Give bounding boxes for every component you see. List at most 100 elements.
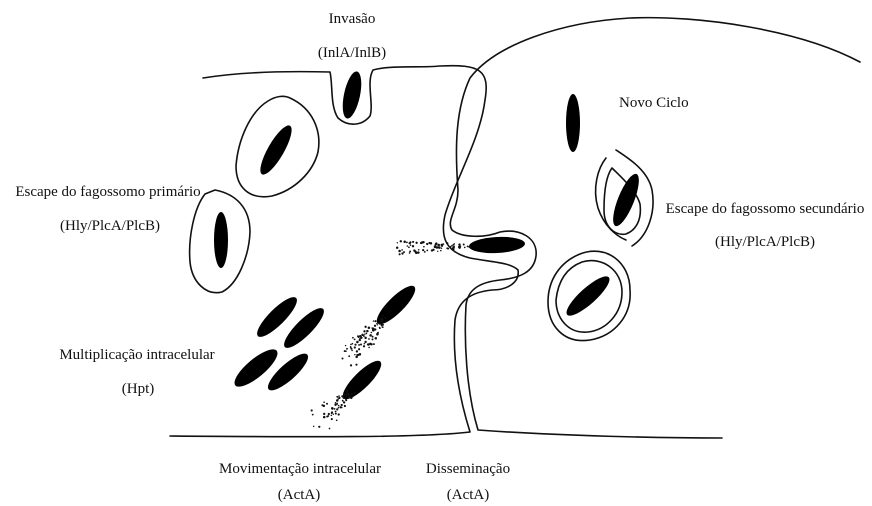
label-invasion-proteins: (InlA/InlB) bbox=[318, 44, 386, 62]
actin-dot bbox=[323, 413, 325, 415]
actin-dot bbox=[328, 413, 330, 415]
actin-dot bbox=[356, 350, 358, 352]
actin-dot bbox=[469, 246, 471, 248]
actin-dot bbox=[377, 324, 378, 325]
bacterium-phagosome-left bbox=[214, 212, 228, 268]
actin-dot bbox=[372, 328, 375, 331]
actin-dot bbox=[348, 394, 349, 395]
actin-dot bbox=[355, 356, 358, 359]
actin-dot bbox=[363, 345, 365, 347]
actin-dot bbox=[323, 401, 325, 403]
actin-dot bbox=[463, 243, 465, 245]
bacterium-new-cycle bbox=[566, 94, 580, 152]
actin-dot bbox=[363, 330, 365, 332]
label-multiplication: Multiplicação intracelular bbox=[59, 346, 214, 364]
actin-dot bbox=[360, 343, 362, 345]
actin-dot bbox=[368, 347, 370, 349]
actin-dot bbox=[360, 337, 362, 339]
actin-dot bbox=[418, 249, 420, 251]
actin-dot bbox=[409, 251, 411, 253]
actin-dot bbox=[409, 242, 411, 244]
actin-dot bbox=[453, 245, 455, 247]
actin-dot bbox=[459, 247, 461, 249]
actin-dot bbox=[356, 341, 359, 344]
actin-dot bbox=[358, 344, 360, 346]
label-movement-protein: (ActA) bbox=[278, 486, 320, 504]
actin-dot bbox=[345, 350, 347, 352]
actin-dot bbox=[415, 251, 418, 254]
actin-dot bbox=[338, 405, 340, 407]
actin-dot bbox=[318, 426, 320, 428]
actin-dot bbox=[350, 344, 352, 346]
actin-dot bbox=[366, 333, 368, 335]
actin-dot bbox=[372, 338, 374, 340]
actin-dot bbox=[363, 335, 365, 337]
actin-dot bbox=[372, 336, 374, 338]
actin-dot bbox=[412, 245, 414, 247]
actin-dot bbox=[426, 250, 428, 252]
actin-dot bbox=[441, 245, 443, 247]
actin-dot bbox=[437, 251, 438, 252]
actin-dot bbox=[364, 326, 366, 328]
actin-dot bbox=[373, 320, 374, 321]
actin-dot bbox=[452, 248, 454, 250]
actin-dot bbox=[421, 241, 423, 243]
actin-dot bbox=[373, 343, 375, 345]
actin-dot bbox=[335, 413, 337, 415]
actin-dot bbox=[398, 250, 401, 253]
actin-dot bbox=[331, 411, 333, 413]
actin-dot bbox=[334, 408, 336, 410]
actin-dot bbox=[334, 404, 336, 406]
actin-dot bbox=[331, 415, 333, 417]
actin-dot bbox=[344, 394, 346, 396]
actin-dot bbox=[378, 322, 380, 324]
actin-dot bbox=[364, 343, 366, 345]
actin-dot bbox=[359, 353, 362, 356]
actin-dot bbox=[368, 338, 370, 340]
actin-dot bbox=[384, 317, 385, 318]
actin-dot bbox=[341, 395, 343, 397]
actin-dot bbox=[336, 419, 338, 421]
actin-dot bbox=[342, 358, 344, 360]
actin-dot bbox=[336, 404, 337, 405]
actin-dot bbox=[397, 242, 398, 243]
right-cell-membrane bbox=[450, 18, 860, 438]
actin-dot bbox=[331, 407, 333, 409]
actin-dot bbox=[377, 332, 379, 334]
bacterium-invasion bbox=[339, 70, 365, 120]
actin-comet-tails bbox=[311, 240, 471, 429]
actin-dot bbox=[428, 242, 430, 244]
bacterium-protrusion bbox=[469, 236, 526, 255]
bacterium-actin-tail-lower bbox=[338, 356, 386, 404]
actin-dot bbox=[337, 398, 339, 400]
actin-dot bbox=[468, 246, 469, 247]
label-multiplication-protein: (Hpt) bbox=[122, 380, 155, 398]
actin-dot bbox=[408, 246, 410, 248]
actin-dot bbox=[374, 325, 376, 327]
actin-dot bbox=[354, 344, 356, 346]
actin-dot bbox=[451, 245, 453, 247]
actin-dot bbox=[454, 243, 455, 244]
actin-dot bbox=[326, 415, 328, 417]
actin-dot bbox=[336, 408, 338, 410]
actin-dot bbox=[313, 426, 314, 427]
actin-dot bbox=[335, 402, 337, 404]
actin-dot bbox=[375, 329, 377, 331]
bacterium-actin-tail-upper bbox=[372, 281, 420, 329]
actin-dot bbox=[344, 405, 346, 407]
actin-dot bbox=[323, 416, 326, 419]
actin-dot bbox=[401, 252, 403, 254]
actin-dot bbox=[376, 323, 378, 325]
actin-dot bbox=[342, 400, 344, 402]
actin-dot bbox=[341, 404, 343, 406]
actin-dot bbox=[366, 330, 368, 332]
actin-dot bbox=[364, 333, 365, 334]
actin-dot bbox=[424, 251, 426, 253]
actin-dot bbox=[338, 395, 340, 397]
actin-dot bbox=[410, 244, 412, 246]
actin-dot bbox=[381, 326, 382, 327]
actin-dot bbox=[375, 337, 378, 340]
actin-dot bbox=[464, 247, 466, 249]
actin-dot bbox=[382, 315, 384, 317]
